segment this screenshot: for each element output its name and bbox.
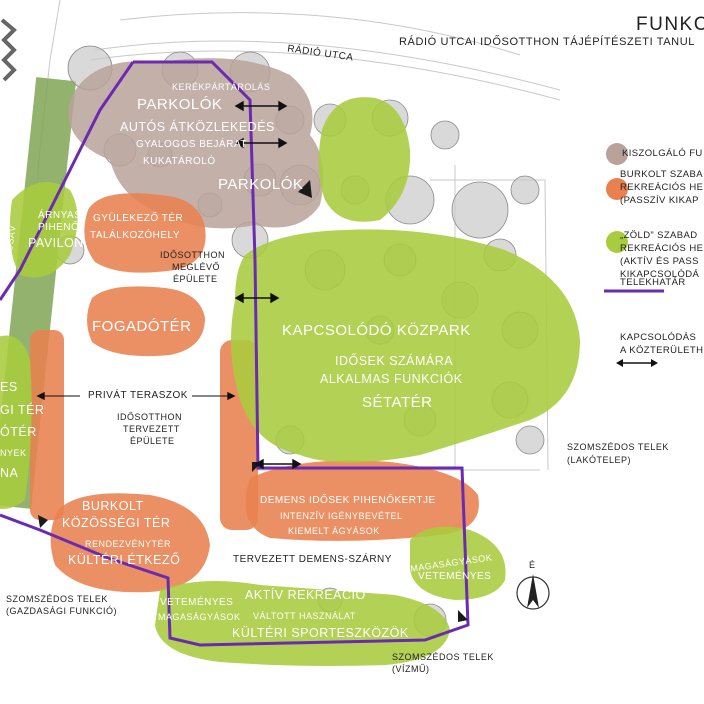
label-parkolok-2: PARKOLÓK (218, 176, 304, 193)
label-piheno: PIHENŐ (38, 222, 80, 233)
service-zones (68, 58, 324, 229)
label-gyulekezo-ter: GYÜLEKEZŐ TÉR (93, 213, 184, 224)
label-left-nyek: NYEK (0, 448, 27, 458)
label-setater: SÉTATÉR (362, 394, 433, 411)
legend-paved-line-2: REKREÁCIÓS HE (620, 182, 704, 193)
label-kiemelt-agyasok: KIEMELT ÁGYÁSOK (288, 526, 380, 536)
label-privat-teraszok: PRIVÁT TERASZOK (88, 390, 188, 401)
property-boundary-left (0, 61, 135, 301)
north-arrow (516, 574, 550, 610)
north-label: É (529, 560, 536, 570)
label-neighbor-waterworks-1: SZOMSZÉDOS TELEK (392, 652, 494, 662)
label-burkolt: BURKOLT (82, 499, 144, 513)
label-vetemenyes-left: VETEMÉNYES (160, 597, 234, 608)
label-left-gi-ter: GI TÉR (0, 403, 45, 417)
label-kozossegi-ter: KÖZÖSSÉGI TÉR (62, 516, 171, 530)
label-demens-pihenokert: DEMENS IDŐSEK PIHENŐKERTJE (260, 495, 436, 506)
label-alkalmas-funkciok: ALKALMAS FUNKCIÓK (320, 372, 463, 386)
connection-arrows (36, 100, 302, 470)
label-vetemenyes-right: VETEMÉNYES (418, 571, 492, 582)
label-neighbor-economic-2: (GAZDASÁGI FUNKCIÓ) (6, 606, 118, 616)
legend-green-line-4: KIKAPCSOLÓDÁ (620, 269, 700, 280)
label-pavilon: PAVILON (28, 236, 84, 250)
page-subtitle: RÁDIÓ UTCAI IDŐSOTTHON TÁJÉPÍTÉSZETI TAN… (399, 36, 695, 48)
legend-graphics (604, 143, 664, 367)
label-neighbor-economic-1: SZOMSZÉDOS TELEK (6, 594, 108, 604)
label-talalkozohely: TALÁLKOZÓHELY (90, 230, 181, 241)
left-zigzag-symbol (0, 18, 17, 82)
label-kulteri-sporteszkozok: KÜLTÉRI SPORTESZKÖZÖK (232, 626, 409, 640)
legend-connection-line-2: A KÖZTERÜLETH (620, 345, 704, 356)
label-parkolok-1: PARKOLÓK (137, 96, 223, 113)
label-left-es: ES (0, 380, 18, 394)
label-magasagyasok-left: MAGASÁGYÁSOK (158, 612, 241, 622)
label-kukatarolo: KUKATÁROLÓ (143, 156, 216, 167)
legend-boundary-label: TELEKHATÁR (620, 277, 686, 288)
label-left-oter: ÓTÉR (0, 425, 37, 439)
legend-connection-line-1: KAPCSOLÓDÁS (620, 332, 697, 343)
label-arnyas: ÁRNYAS (38, 210, 82, 221)
label-existing-building-3: ÉPÜLETE (173, 274, 218, 284)
legend-paved-line-1: BURKOLT SZABA (620, 169, 703, 180)
label-kerekpartarolas: KERÉKPÁRTÁROLÁS (172, 82, 271, 92)
label-planned-building-1: IDŐSOTTHON (117, 412, 182, 422)
label-kulteri-etkezo: KÜLTÉRI ÉTKEZŐ (68, 553, 181, 567)
legend-green-line-3: (AKTÍV ÉS PASS (620, 256, 699, 267)
label-aktiv-rekreacio: AKTÍV REKREÁCIÓ (245, 588, 366, 602)
label-valtott-hasznalat: VÁLTOTT HASZNÁLAT (253, 611, 356, 621)
label-neighbor-housing-2: (LAKÓTELEP) (567, 455, 632, 465)
legend-paved-line-3: (PASSZÍV KIKAP (620, 195, 699, 206)
label-left-na: NA (0, 466, 19, 480)
label-kapcsolodo-kozpark: KAPCSOLÓDÓ KÖZPARK (282, 322, 471, 339)
label-idosek-szamara: IDŐSEK SZÁMÁRA (335, 354, 454, 368)
label-autos-atkozlekedes: AUTÓS ÁTKÖZLEKEDÉS (120, 120, 275, 134)
legend-green-line-2: REKREÁCIÓS HE (620, 243, 704, 254)
label-existing-building-2: MEGLÉVŐ (172, 262, 221, 272)
label-gyalogos-bejarat: GYALOGOS BEJÁRAT (136, 139, 247, 150)
label-rendezvenyter: RENDEZVÉNYTÉR (85, 539, 172, 549)
label-fogadoter: FOGADÓTÉR (92, 318, 192, 335)
label-neighbor-housing-1: SZOMSZÉDOS TELEK (567, 442, 669, 452)
legend-service-label: KISZOLGÁLÓ FU (622, 148, 703, 159)
legend-green-line-1: „ZÖLD” SZABAD (620, 230, 698, 241)
label-existing-building-1: IDŐSOTTHON (160, 250, 225, 260)
label-planned-building-2: TERVEZETT (123, 424, 180, 434)
paved-zones (30, 193, 479, 593)
label-intenziv-igenybevetel: INTENZÍV IGÉNYBEVÉTEL (280, 511, 403, 521)
label-planned-building-3: ÉPÜLETE (130, 436, 175, 446)
property-boundary (0, 60, 470, 647)
page-title: FUNKCI (636, 14, 704, 35)
label-neighbor-waterworks-2: (VÍZMŰ) (392, 664, 430, 674)
label-demens-szarny: TERVEZETT DEMENS-SZÁRNY (233, 554, 392, 565)
